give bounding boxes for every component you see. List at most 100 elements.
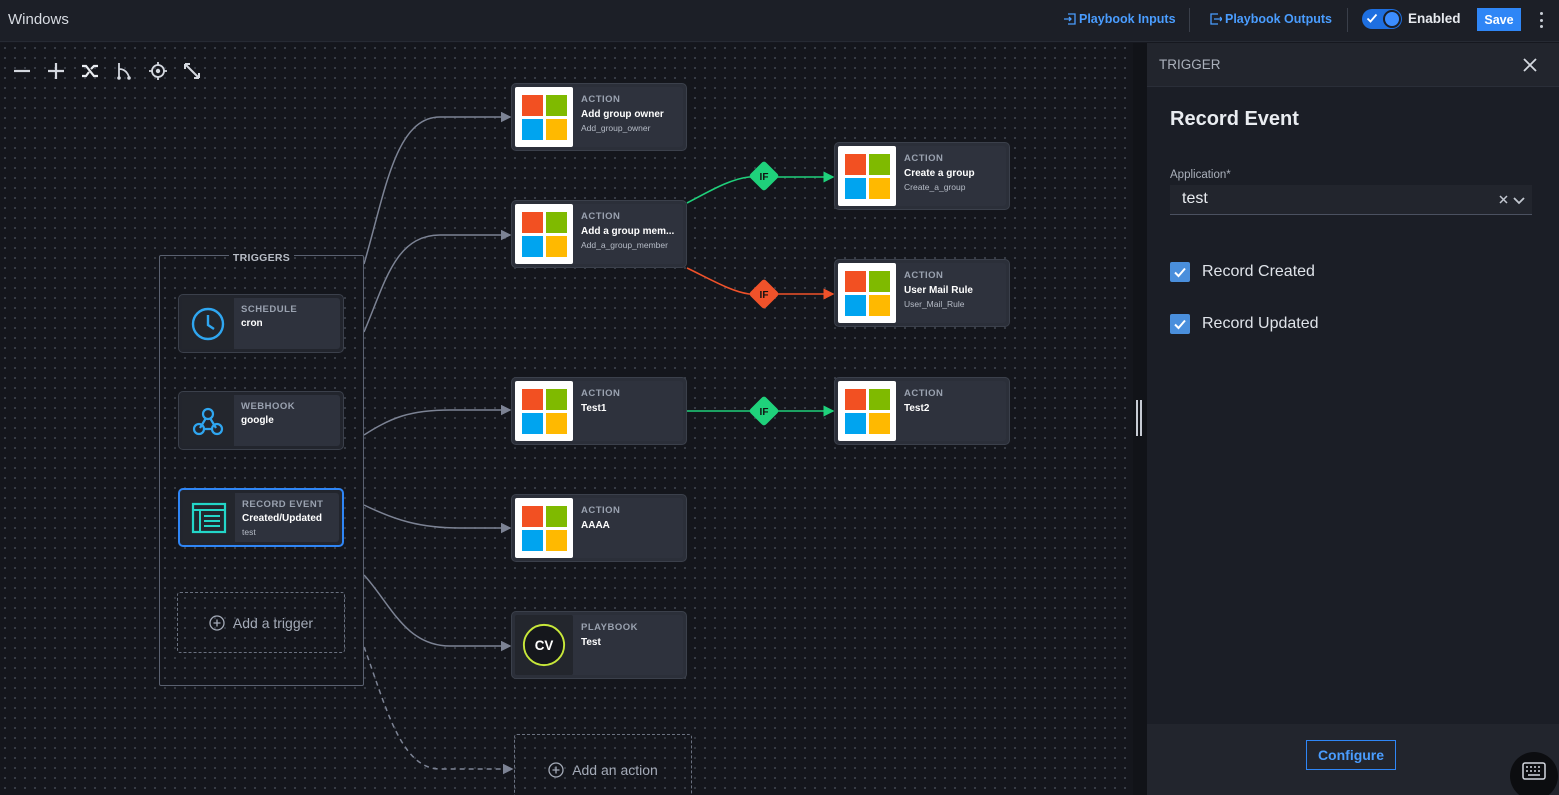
- save-button[interactable]: Save: [1477, 8, 1521, 31]
- node-kind: ACTION: [581, 505, 621, 516]
- edge: [363, 646, 514, 775]
- node-kind: ACTION: [581, 94, 621, 105]
- panel-title: Record Event: [1170, 108, 1299, 130]
- trigger-record-event[interactable]: RECORD EVENT Created/Updated test: [178, 488, 344, 547]
- toggle-knob: [1383, 10, 1401, 28]
- zoom-out-icon[interactable]: [10, 59, 34, 83]
- trigger-webhook[interactable]: WEBHOOK google: [178, 391, 344, 450]
- edges-layer: IF IF IF: [363, 111, 835, 775]
- trigger-kind: WEBHOOK: [241, 401, 296, 412]
- action-node[interactable]: ACTION Create a group Create_a_group: [834, 142, 1010, 210]
- header-divider: [1347, 8, 1348, 32]
- edge: [363, 111, 512, 265]
- edge: [363, 574, 512, 652]
- record-updated-label: Record Updated: [1202, 315, 1319, 332]
- svg-text:IF: IF: [760, 407, 769, 418]
- clock-icon: [191, 307, 225, 340]
- checkbox-box[interactable]: [1170, 262, 1190, 282]
- node-name: Add group owner: [581, 109, 664, 120]
- action-node[interactable]: ACTION Add group owner Add_group_owner: [511, 83, 687, 151]
- action-node[interactable]: ACTION User Mail Rule User_Mail_Rule: [834, 259, 1010, 327]
- svg-text:IF: IF: [760, 172, 769, 183]
- record-event-icon: [191, 502, 227, 533]
- panel-footer: Configure: [1147, 724, 1559, 795]
- configure-button[interactable]: Configure: [1306, 740, 1396, 770]
- record-updated-checkbox[interactable]: Record Updated: [1170, 314, 1319, 334]
- export-icon: [1210, 13, 1222, 25]
- check-icon: [1174, 267, 1186, 278]
- enabled-toggle[interactable]: [1362, 9, 1402, 29]
- node-name: AAAA: [581, 520, 610, 531]
- chevron-down-icon[interactable]: [1512, 193, 1526, 207]
- triggers-group: TRIGGERS: [159, 252, 364, 686]
- node-kind: ACTION: [904, 153, 944, 164]
- svg-text:CV: CV: [535, 638, 554, 653]
- microsoft-logo-icon: [515, 381, 573, 441]
- microsoft-logo-icon: [515, 204, 573, 264]
- playbook-outputs-link[interactable]: Playbook Outputs: [1210, 12, 1332, 26]
- playbook-outputs-label: Playbook Outputs: [1225, 12, 1332, 26]
- connector-icon[interactable]: [112, 59, 136, 83]
- action-node[interactable]: ACTION Test1: [511, 377, 687, 445]
- trigger-name: Created/Updated: [242, 513, 323, 524]
- node-name: Test2: [904, 403, 930, 414]
- trigger-sub: test: [242, 527, 256, 537]
- fit-view-icon[interactable]: [180, 59, 204, 83]
- auto-layout-icon[interactable]: [78, 59, 102, 83]
- edge: [363, 229, 512, 333]
- edge: [363, 504, 512, 534]
- node-name: Test: [581, 637, 601, 648]
- trigger-name: google: [241, 415, 274, 426]
- add-trigger-button[interactable]: Add a trigger: [177, 592, 345, 653]
- header-divider: [1189, 8, 1190, 32]
- node-sub: User_Mail_Rule: [904, 299, 965, 309]
- trigger-schedule[interactable]: SCHEDULE cron: [178, 294, 344, 353]
- keyboard-shortcuts-button[interactable]: [1510, 752, 1558, 795]
- plus-circle-icon: [548, 761, 564, 778]
- center-icon[interactable]: [146, 59, 170, 83]
- node-name: Create a group: [904, 168, 975, 179]
- action-node[interactable]: ACTION Test2: [834, 377, 1010, 445]
- add-trigger-label: Add a trigger: [232, 614, 314, 631]
- keyboard-icon: [1522, 762, 1546, 780]
- node-sub: Create_a_group: [904, 182, 966, 192]
- application-label: Application*: [1170, 169, 1231, 181]
- application-value: test: [1182, 190, 1208, 207]
- node-kind: ACTION: [904, 388, 944, 399]
- condition-if[interactable]: IF: [748, 395, 779, 426]
- panel-resize-handle[interactable]: [1133, 43, 1147, 795]
- trigger-kind: SCHEDULE: [241, 304, 298, 315]
- page-title: Windows: [8, 11, 69, 28]
- edge: [686, 171, 835, 204]
- playbook-node[interactable]: CV PLAYBOOK Test: [511, 611, 687, 679]
- top-bar: Windows Playbook Inputs Playbook Outputs…: [0, 0, 1559, 42]
- trigger-name: cron: [241, 318, 263, 329]
- node-name: Test1: [581, 403, 607, 414]
- playbook-inputs-link[interactable]: Playbook Inputs: [1064, 12, 1176, 26]
- microsoft-logo-icon: [838, 146, 896, 206]
- playbook-icon: CV: [522, 623, 566, 667]
- add-action-button[interactable]: Add an action: [514, 734, 692, 795]
- application-select[interactable]: test: [1170, 185, 1532, 215]
- node-sub: Add_group_owner: [581, 123, 651, 133]
- node-sub: Add_a_group_member: [581, 240, 668, 250]
- record-created-checkbox[interactable]: Record Created: [1170, 262, 1315, 282]
- record-created-label: Record Created: [1202, 263, 1315, 280]
- condition-if[interactable]: IF: [748, 160, 779, 191]
- grip-icon[interactable]: [1136, 400, 1142, 436]
- add-action-label: Add an action: [572, 761, 658, 778]
- condition-if[interactable]: IF: [748, 278, 779, 309]
- action-node[interactable]: ACTION Add a group mem... Add_a_group_me…: [511, 200, 687, 268]
- zoom-in-icon[interactable]: [44, 59, 68, 83]
- check-icon: [1366, 13, 1378, 23]
- more-options-icon[interactable]: [1537, 10, 1545, 30]
- node-kind: PLAYBOOK: [581, 622, 638, 633]
- checkbox-box[interactable]: [1170, 314, 1190, 334]
- microsoft-logo-icon: [838, 381, 896, 441]
- action-node[interactable]: ACTION AAAA: [511, 494, 687, 562]
- clear-icon[interactable]: [1498, 194, 1509, 205]
- close-icon[interactable]: [1521, 56, 1539, 74]
- workflow-canvas[interactable]: IF IF IF TRIGGERS SCHEDULE cron: [0, 43, 1133, 795]
- panel-section-label: TRIGGER: [1159, 57, 1221, 72]
- panel-header: TRIGGER: [1147, 43, 1559, 87]
